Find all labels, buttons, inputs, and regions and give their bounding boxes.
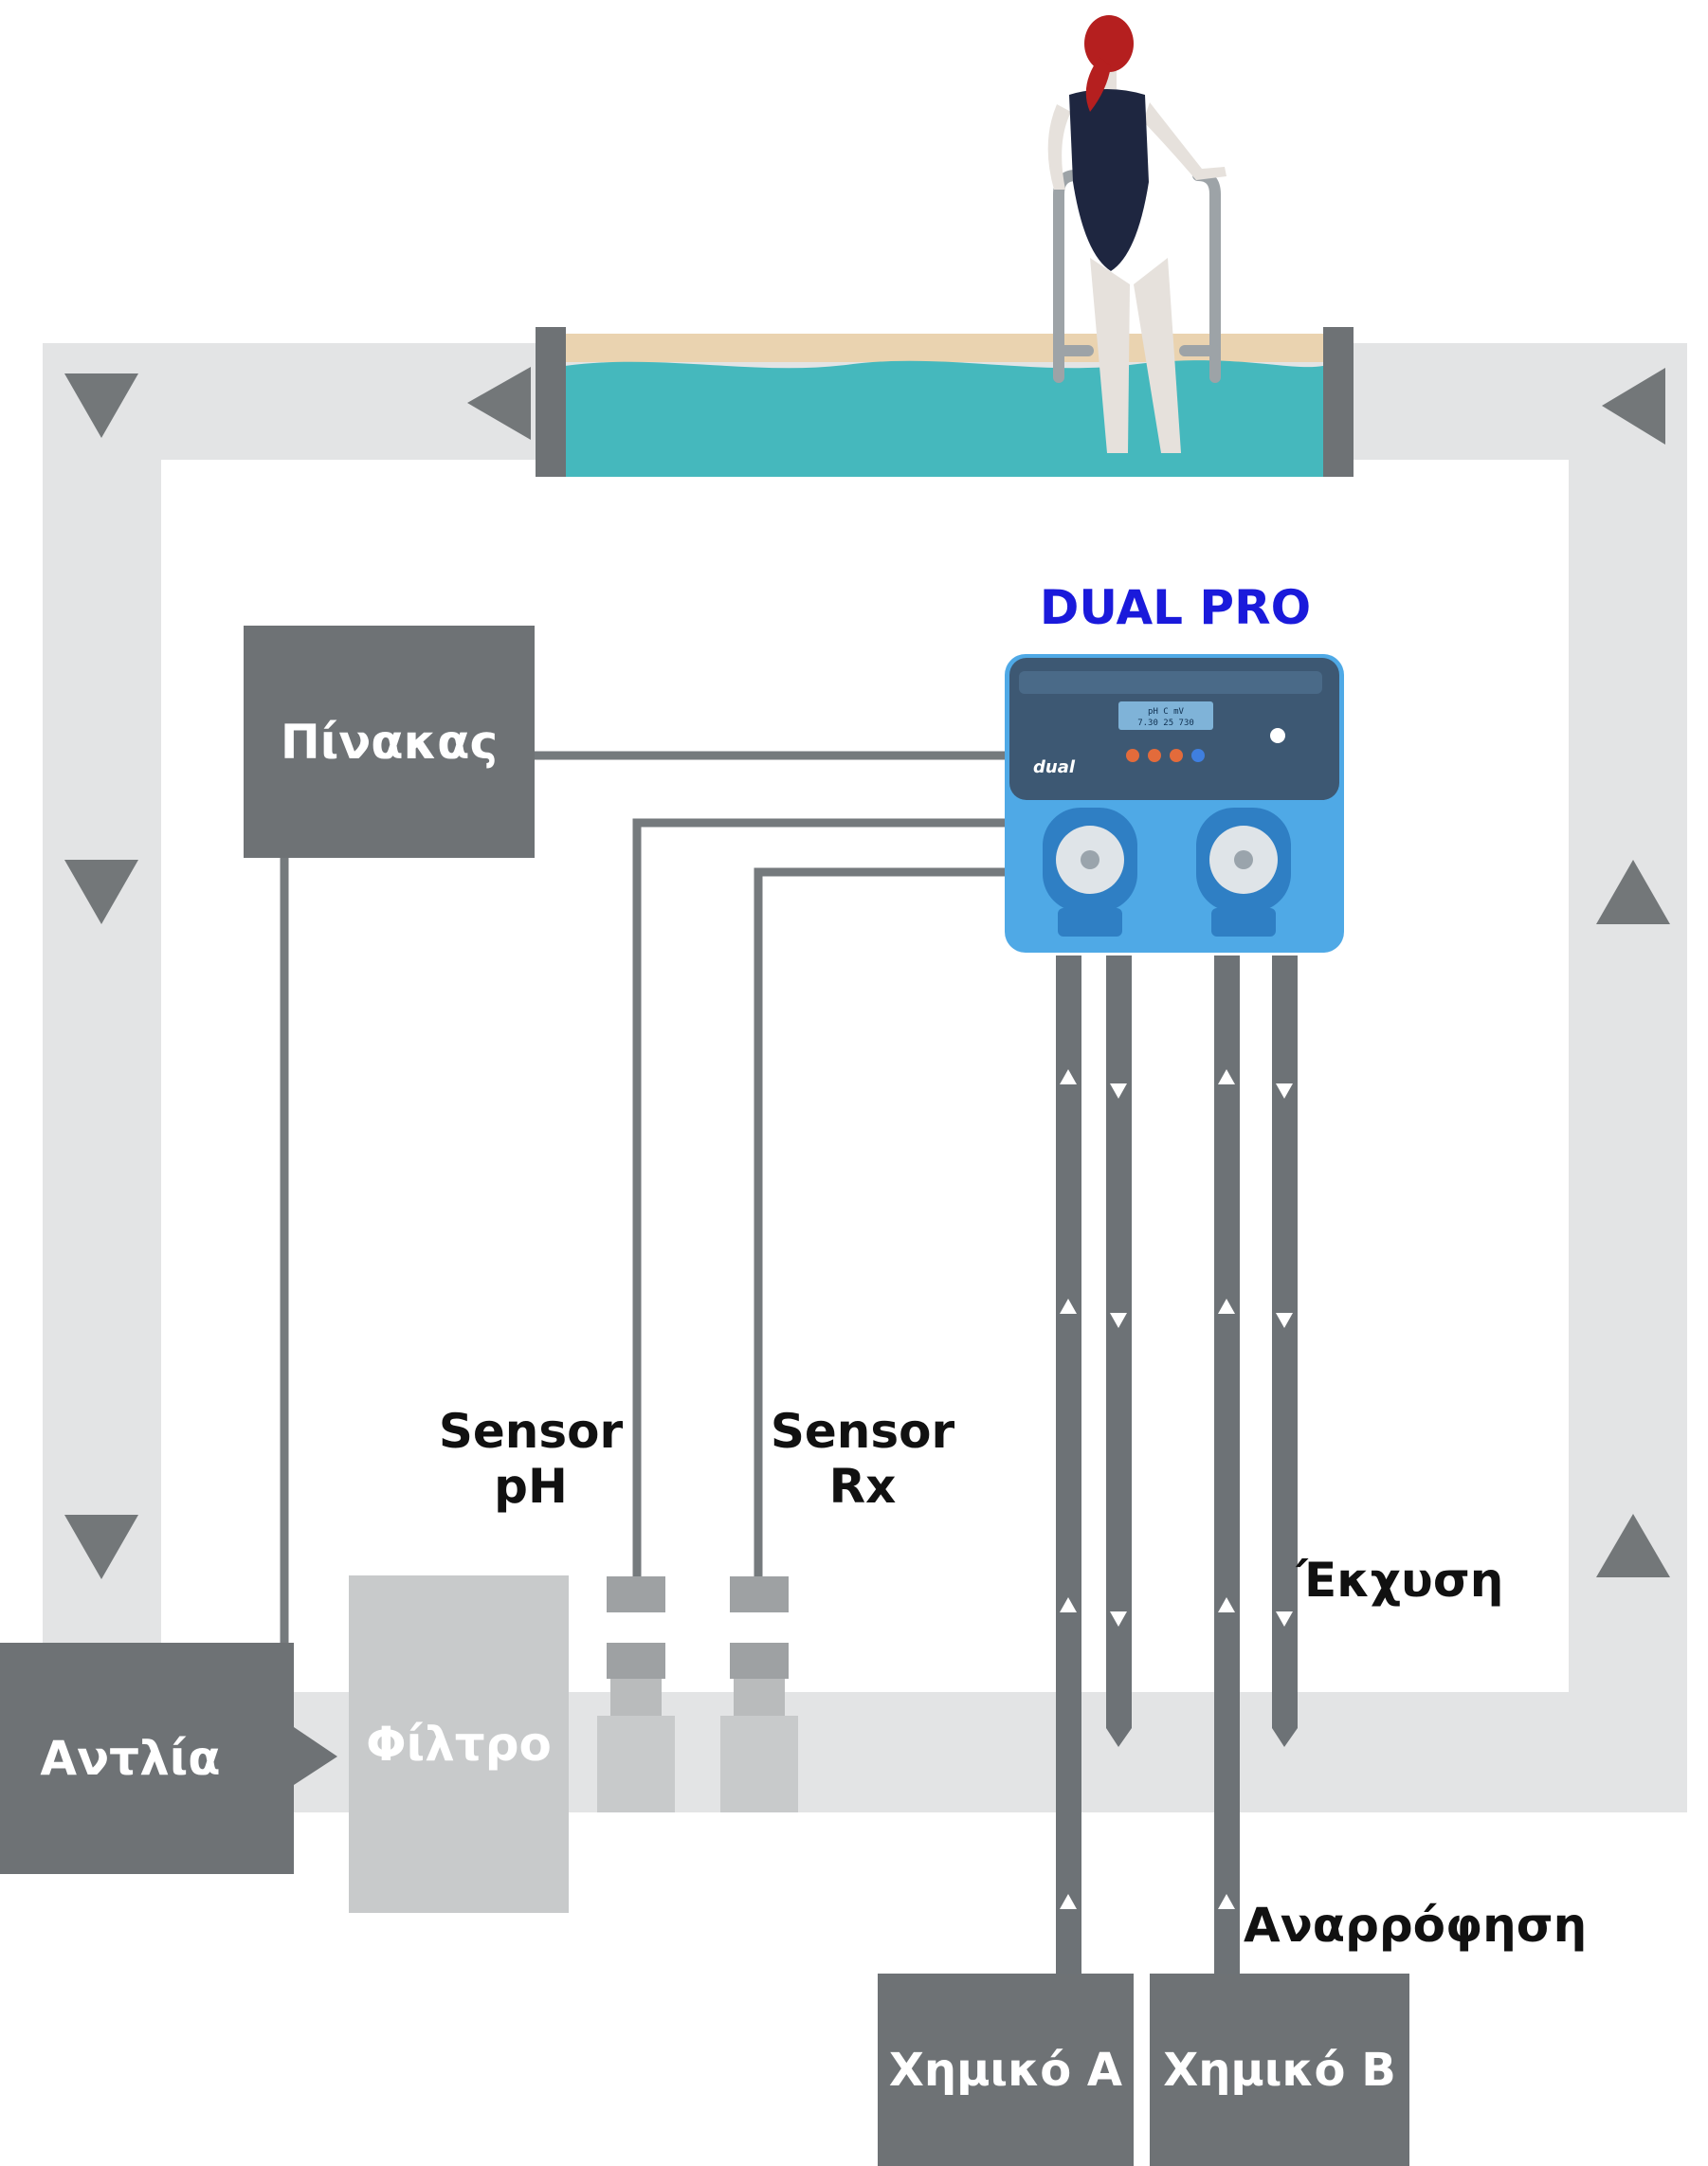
pool	[536, 327, 1354, 477]
panel-box	[244, 626, 535, 858]
filter-box	[349, 1575, 569, 1913]
peristaltic-pump-icon	[1043, 808, 1137, 937]
panel-box-label: Πίνακας	[280, 714, 499, 770]
device-display-row1: pH C mV	[1148, 707, 1185, 717]
swimmer-figure	[1047, 15, 1226, 453]
pump-outlet-arrow	[294, 1727, 337, 1785]
sensor-ph-label: Sensor pH	[422, 1404, 640, 1514]
pump-box-label: Αντλία	[40, 1731, 221, 1786]
peristaltic-pump-icon	[1196, 808, 1291, 937]
pump-box	[0, 1643, 294, 1874]
sensor-rx-label-line2: Rx	[828, 1458, 897, 1514]
chemical-a-box	[878, 1974, 1134, 2166]
suction-tube-a	[1056, 956, 1081, 1995]
chemical-a-label: Χημικό A	[888, 2043, 1123, 2097]
flow-arrow-top-right	[1602, 368, 1665, 445]
sensor-ph-housing	[597, 1576, 675, 1812]
device-display	[1118, 701, 1213, 730]
chemical-b-label: Χημικό B	[1163, 2043, 1396, 2097]
flow-arrow-left-mid	[64, 860, 138, 924]
chemical-b-box	[1150, 1974, 1409, 2166]
flow-arrow-right-upper	[1596, 860, 1670, 924]
sensor-rx-housing	[720, 1576, 798, 1812]
sensor-ph-cable	[632, 818, 1012, 1611]
injection-label: Έκχυση	[1297, 1553, 1504, 1608]
device-display-row2: 7.30 25 730	[1137, 719, 1194, 728]
sensor-rx-cable	[754, 867, 1012, 1611]
dosing-tubes	[1056, 956, 1298, 1995]
sensor-rx-label: Sensor Rx	[754, 1404, 972, 1514]
sensor-ph-label-line2: pH	[494, 1458, 568, 1514]
suction-label: Αναρρόφηση	[1244, 1898, 1588, 1953]
dosing-pump-device: pH C mV 7.30 25 730 dual	[1005, 654, 1344, 953]
flow-arrow-left-low	[64, 1515, 138, 1579]
loop-arrows	[64, 367, 1670, 1579]
device-title: DUAL PRO	[1039, 580, 1312, 635]
device-brand: dual	[1033, 757, 1076, 777]
flow-arrow-left-top	[64, 373, 138, 438]
suction-tube-b	[1214, 956, 1240, 1995]
sensor-rx-label-line1: Sensor	[770, 1404, 955, 1459]
device-led-button	[1270, 728, 1285, 743]
sensor-ph-label-line1: Sensor	[438, 1404, 624, 1459]
flow-arrow-right-lower	[1596, 1514, 1670, 1577]
tube-flow-arrows	[1060, 1069, 1293, 1909]
flow-arrow-top-mid	[467, 367, 531, 440]
filter-box-label: Φίλτρο	[366, 1717, 552, 1772]
